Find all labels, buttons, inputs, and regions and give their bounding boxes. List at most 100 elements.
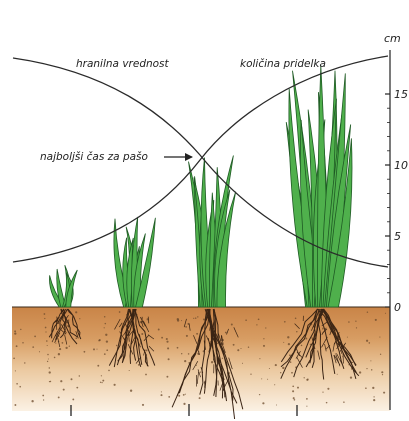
soil-dot: [284, 321, 286, 323]
soil-dot: [167, 347, 169, 349]
soil-dot: [263, 345, 265, 347]
soil-dot: [375, 319, 377, 321]
soil-dot: [231, 324, 233, 326]
soil-dot: [48, 358, 49, 359]
soil-dot: [119, 311, 121, 313]
soil-dot: [250, 374, 251, 375]
soil-dot: [177, 318, 179, 320]
soil-dot: [105, 334, 107, 336]
soil-dot: [289, 354, 291, 356]
soil-dot: [34, 336, 36, 338]
soil-dot: [262, 402, 264, 404]
axis-tick-label-5: 5: [394, 230, 401, 243]
axis-tick-label-0: 0: [394, 301, 401, 314]
soil-dot: [355, 321, 356, 322]
soil-dot: [217, 343, 218, 344]
soil-dot: [359, 371, 361, 373]
soil-dot: [188, 353, 190, 355]
soil-dot: [259, 358, 260, 359]
soil-dot: [306, 398, 308, 400]
soil-dot: [72, 398, 74, 400]
soil-dot: [248, 346, 249, 347]
soil-dot: [275, 364, 277, 366]
grass-plant-stage-3: [189, 156, 236, 308]
soil-dot: [44, 318, 45, 319]
soil-dot: [161, 337, 163, 339]
soil-dot: [13, 357, 15, 359]
soil-dot: [129, 370, 130, 371]
soil-dot: [44, 313, 46, 315]
soil-dot: [97, 365, 99, 367]
soil-dot: [337, 374, 338, 375]
soil-dot: [242, 363, 243, 364]
soil-dot: [185, 394, 186, 395]
soil-dot: [237, 349, 239, 351]
soil-dot: [42, 395, 44, 397]
soil-dot: [274, 384, 275, 385]
soil-dot: [49, 367, 50, 368]
soil-dot: [301, 345, 303, 347]
soil-dot: [158, 329, 160, 331]
soil-dot: [46, 340, 48, 342]
soil-dot: [372, 387, 374, 389]
soil-dot: [373, 396, 374, 397]
soil-dot: [138, 364, 140, 366]
nutritional-value-label: hranilna vrednost: [76, 58, 170, 70]
soil-dot: [297, 387, 299, 389]
soil-dot: [69, 346, 70, 347]
soil-dot: [59, 348, 61, 350]
soil-dot: [200, 372, 201, 373]
soil-dot: [104, 316, 106, 318]
soil-dot: [177, 347, 179, 349]
soil-dot: [58, 353, 60, 355]
soil-dot: [45, 331, 46, 332]
soil-dot: [183, 394, 185, 396]
soil-dot: [245, 319, 247, 321]
soil-dot: [370, 360, 371, 361]
soil-dot: [265, 327, 266, 328]
soil-dot: [291, 372, 293, 374]
soil-dot: [105, 323, 106, 324]
soil-dot: [287, 336, 289, 338]
soil-dot: [326, 402, 328, 404]
soil-dot: [276, 405, 277, 406]
soil-dot: [373, 399, 375, 401]
soil-dot: [71, 378, 73, 380]
soil-dot: [14, 330, 16, 332]
soil-dot: [16, 383, 18, 385]
soil-dot: [203, 318, 205, 320]
soil-dot: [196, 333, 198, 335]
soil-dot: [49, 371, 51, 373]
soil-dot: [62, 342, 64, 344]
soil-dot: [15, 370, 16, 371]
soil-dot: [45, 327, 47, 329]
axis-tick-label-15: 15: [394, 88, 408, 101]
axis-tick-label-10: 10: [394, 159, 408, 172]
soil-dot: [366, 368, 367, 369]
soil-dot: [47, 345, 48, 346]
soil-dot: [79, 375, 80, 376]
soil-dot: [305, 338, 307, 340]
soil-dot: [185, 326, 187, 328]
soil-dot: [367, 311, 368, 312]
soil-dot: [292, 390, 294, 392]
plants: [49, 65, 352, 307]
soil-dot: [335, 353, 336, 354]
soil-dot: [96, 349, 97, 350]
soil-dot: [104, 353, 106, 355]
soil-dot: [197, 316, 198, 317]
soil-dot: [58, 396, 60, 398]
soil-dot: [24, 362, 25, 363]
soil-dot: [106, 349, 108, 351]
soil-dot: [385, 313, 386, 314]
soil-dot: [282, 367, 284, 369]
soil-dot: [181, 320, 182, 321]
soil-dot: [14, 332, 16, 334]
soil-dot: [50, 381, 51, 382]
soil-dot: [269, 368, 270, 369]
best-grazing-time-label: najboljši čas za pašo: [40, 151, 148, 163]
soil-dot: [296, 331, 297, 332]
soil-dot: [283, 342, 284, 343]
soil-dot: [184, 360, 186, 362]
